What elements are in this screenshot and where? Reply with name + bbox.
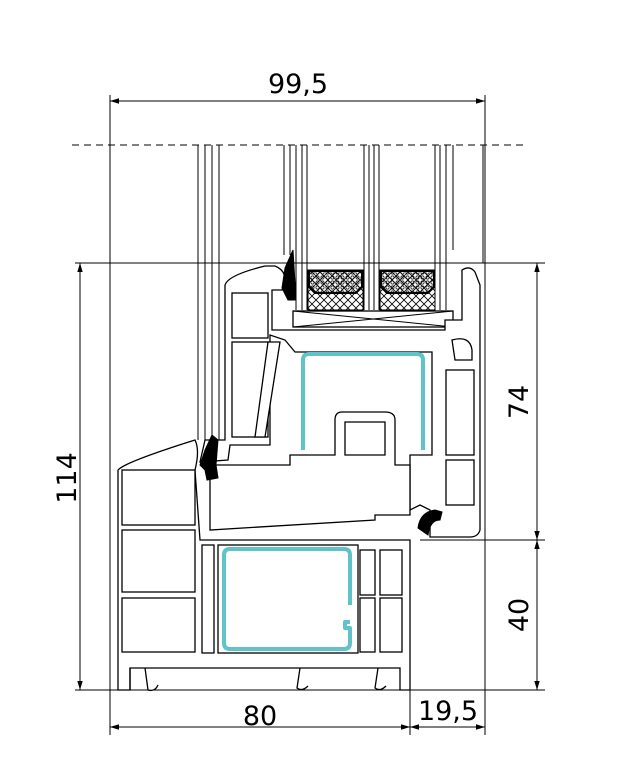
frame-steel-reinforcement	[222, 547, 352, 651]
glazing-gasket-outer	[281, 249, 297, 301]
glazing-lines	[197, 145, 484, 440]
label-overall-width: 99,5	[268, 69, 328, 100]
frame-gasket	[199, 434, 219, 481]
seal-gaskets	[199, 249, 443, 536]
label-frame-width: 80	[243, 701, 277, 732]
frame-profile	[117, 439, 411, 692]
label-sash-offset: 19,5	[418, 696, 478, 727]
dimension-lines	[77, 98, 540, 730]
glass-spacers	[292, 269, 454, 328]
sash-steel-reinforcement	[301, 352, 425, 450]
sash-profile	[199, 265, 481, 538]
center-gasket	[417, 509, 443, 536]
label-sash-height: 74	[504, 385, 535, 419]
label-overall-height: 114	[52, 452, 83, 504]
dimension-labels: 99,5 80 19,5 114 74 40	[52, 69, 535, 732]
label-frame-height: 40	[504, 598, 535, 632]
